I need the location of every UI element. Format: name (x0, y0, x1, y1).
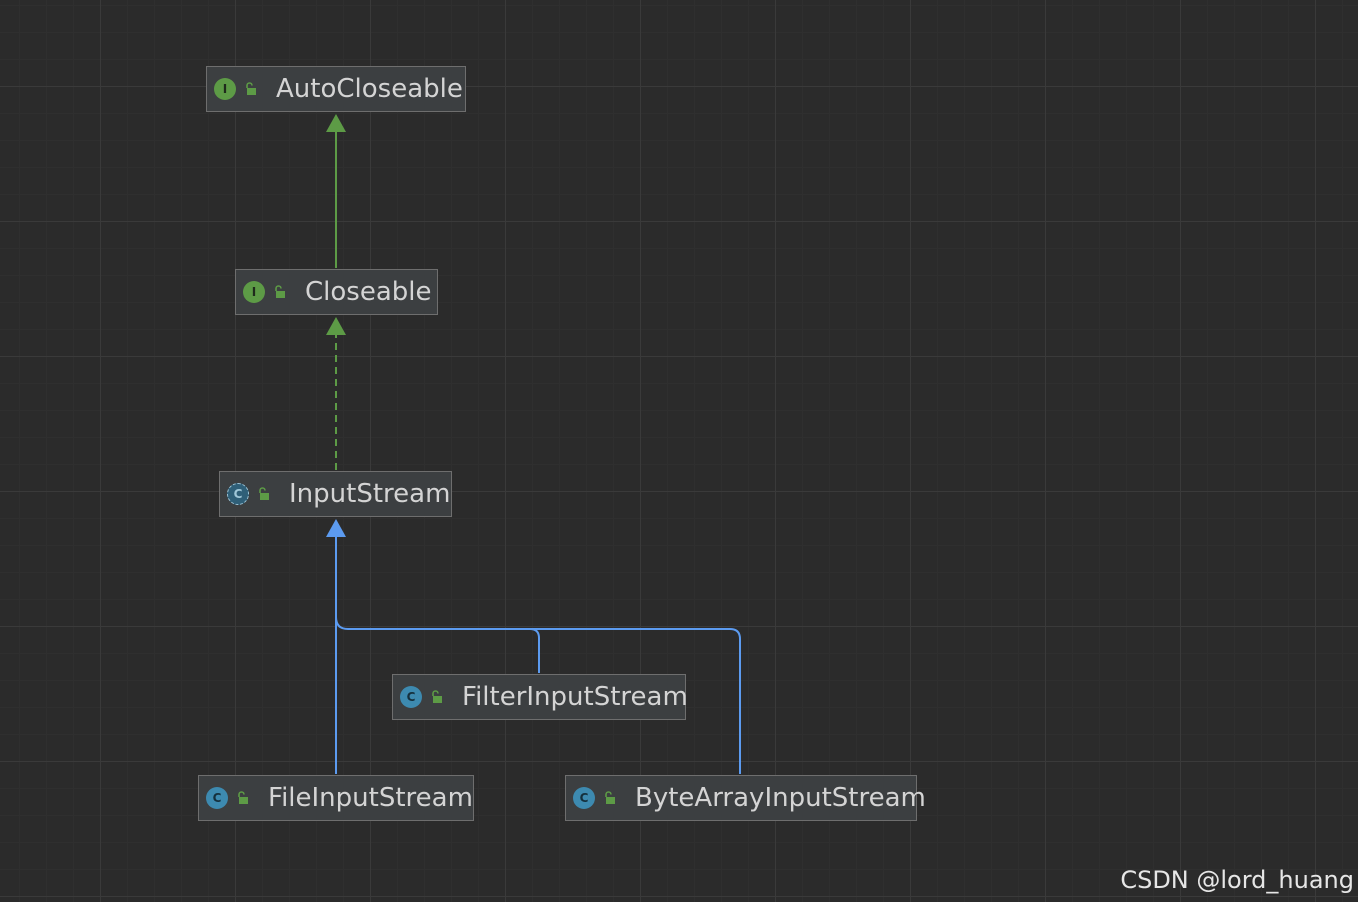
open-lock-icon (275, 285, 285, 298)
edge-bytearrayinputstream-inputstream (326, 519, 741, 774)
node-bytearrayinputstream[interactable]: C ByteArrayInputStream (565, 775, 926, 821)
node-label: AutoCloseable (276, 74, 463, 104)
open-lock-icon (432, 690, 442, 703)
open-lock-icon (605, 791, 615, 804)
class-icon: C (400, 686, 422, 708)
node-closeable[interactable]: I Closeable (235, 269, 438, 315)
arrowhead-icon (326, 317, 346, 335)
class-icon: C (206, 787, 228, 809)
node-label: FilterInputStream (462, 682, 688, 712)
open-lock-icon (259, 487, 269, 500)
node-inputstream[interactable]: C InputStream (219, 471, 452, 517)
node-label: ByteArrayInputStream (635, 783, 926, 813)
node-label: FileInputStream (268, 783, 473, 813)
watermark: CSDN @lord_huang (1120, 866, 1354, 894)
open-lock-icon (246, 82, 256, 95)
node-autocloseable[interactable]: I AutoCloseable (206, 66, 466, 112)
abstract-class-icon: C (227, 483, 249, 505)
node-filterinputstream[interactable]: C FilterInputStream (392, 674, 688, 720)
interface-icon: I (214, 78, 236, 100)
arrowhead-icon (326, 519, 346, 537)
interface-icon: I (243, 281, 265, 303)
class-icon: C (573, 787, 595, 809)
arrowhead-icon (326, 114, 346, 132)
edge-closeable-autocloseable (326, 114, 346, 268)
node-label: InputStream (289, 479, 451, 509)
open-lock-icon (238, 791, 248, 804)
node-fileinputstream[interactable]: C FileInputStream (198, 775, 474, 821)
edge-inputstream-closeable (326, 317, 346, 470)
edge-filterinputstream-inputstream (335, 534, 540, 673)
node-label: Closeable (305, 277, 432, 307)
